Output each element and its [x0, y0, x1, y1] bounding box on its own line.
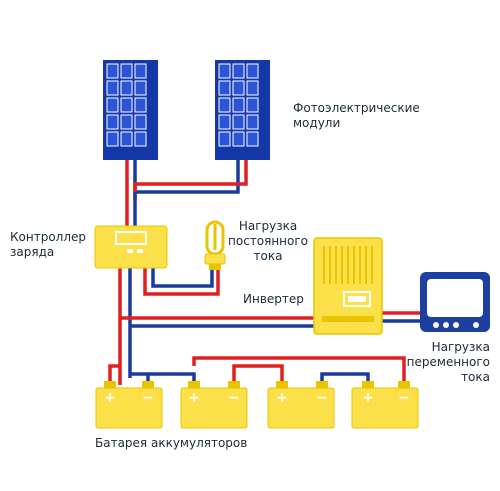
wire-dc-load-negative	[151, 266, 214, 288]
solar-panel-icon	[103, 60, 158, 160]
label-pv-modules: Фотоэлектрические модули	[293, 101, 420, 130]
wire-bat1-to-bus-pos	[108, 364, 120, 385]
wire-bat-series-top	[192, 356, 406, 385]
solar-panel-icon	[215, 60, 270, 160]
battery-4-plus: +	[362, 390, 374, 406]
wire-inverter-positive	[120, 316, 340, 330]
battery-2-plus: +	[188, 390, 200, 406]
battery-1-plus: +	[104, 390, 116, 406]
wire-panel2-positive	[133, 160, 248, 200]
wire-dc-load-positive	[143, 266, 220, 296]
label-dc-load: Нагрузка постоянного тока	[228, 219, 309, 263]
wire-panel1-negative	[133, 160, 240, 194]
monitor-icon	[420, 272, 490, 332]
battery-icon	[351, 381, 419, 429]
wire-bat2-neg-to-bat3-pos	[232, 364, 284, 385]
battery-icon	[267, 381, 335, 429]
label-ac-load: Нагрузка переменного тока	[406, 340, 490, 384]
charge-controller-icon	[94, 225, 168, 269]
wire-bat1-neg-to-bat2-pos	[148, 372, 196, 385]
label-charge-controller: Контроллер заряда	[10, 230, 86, 259]
battery-icon	[180, 381, 248, 429]
battery-4-minus: −	[398, 390, 410, 406]
inverter-icon	[313, 237, 383, 335]
battery-1-minus: −	[142, 390, 154, 406]
battery-2-minus: −	[228, 390, 240, 406]
battery-3-plus: +	[276, 390, 288, 406]
lamp-icon	[204, 220, 226, 270]
battery-icon	[95, 381, 163, 429]
wire-bat3-neg-to-bat4-pos	[320, 372, 370, 385]
label-inverter: Инвертер	[243, 292, 304, 306]
battery-3-minus: −	[316, 390, 328, 406]
label-battery-bank: Батарея аккумуляторов	[95, 436, 248, 450]
